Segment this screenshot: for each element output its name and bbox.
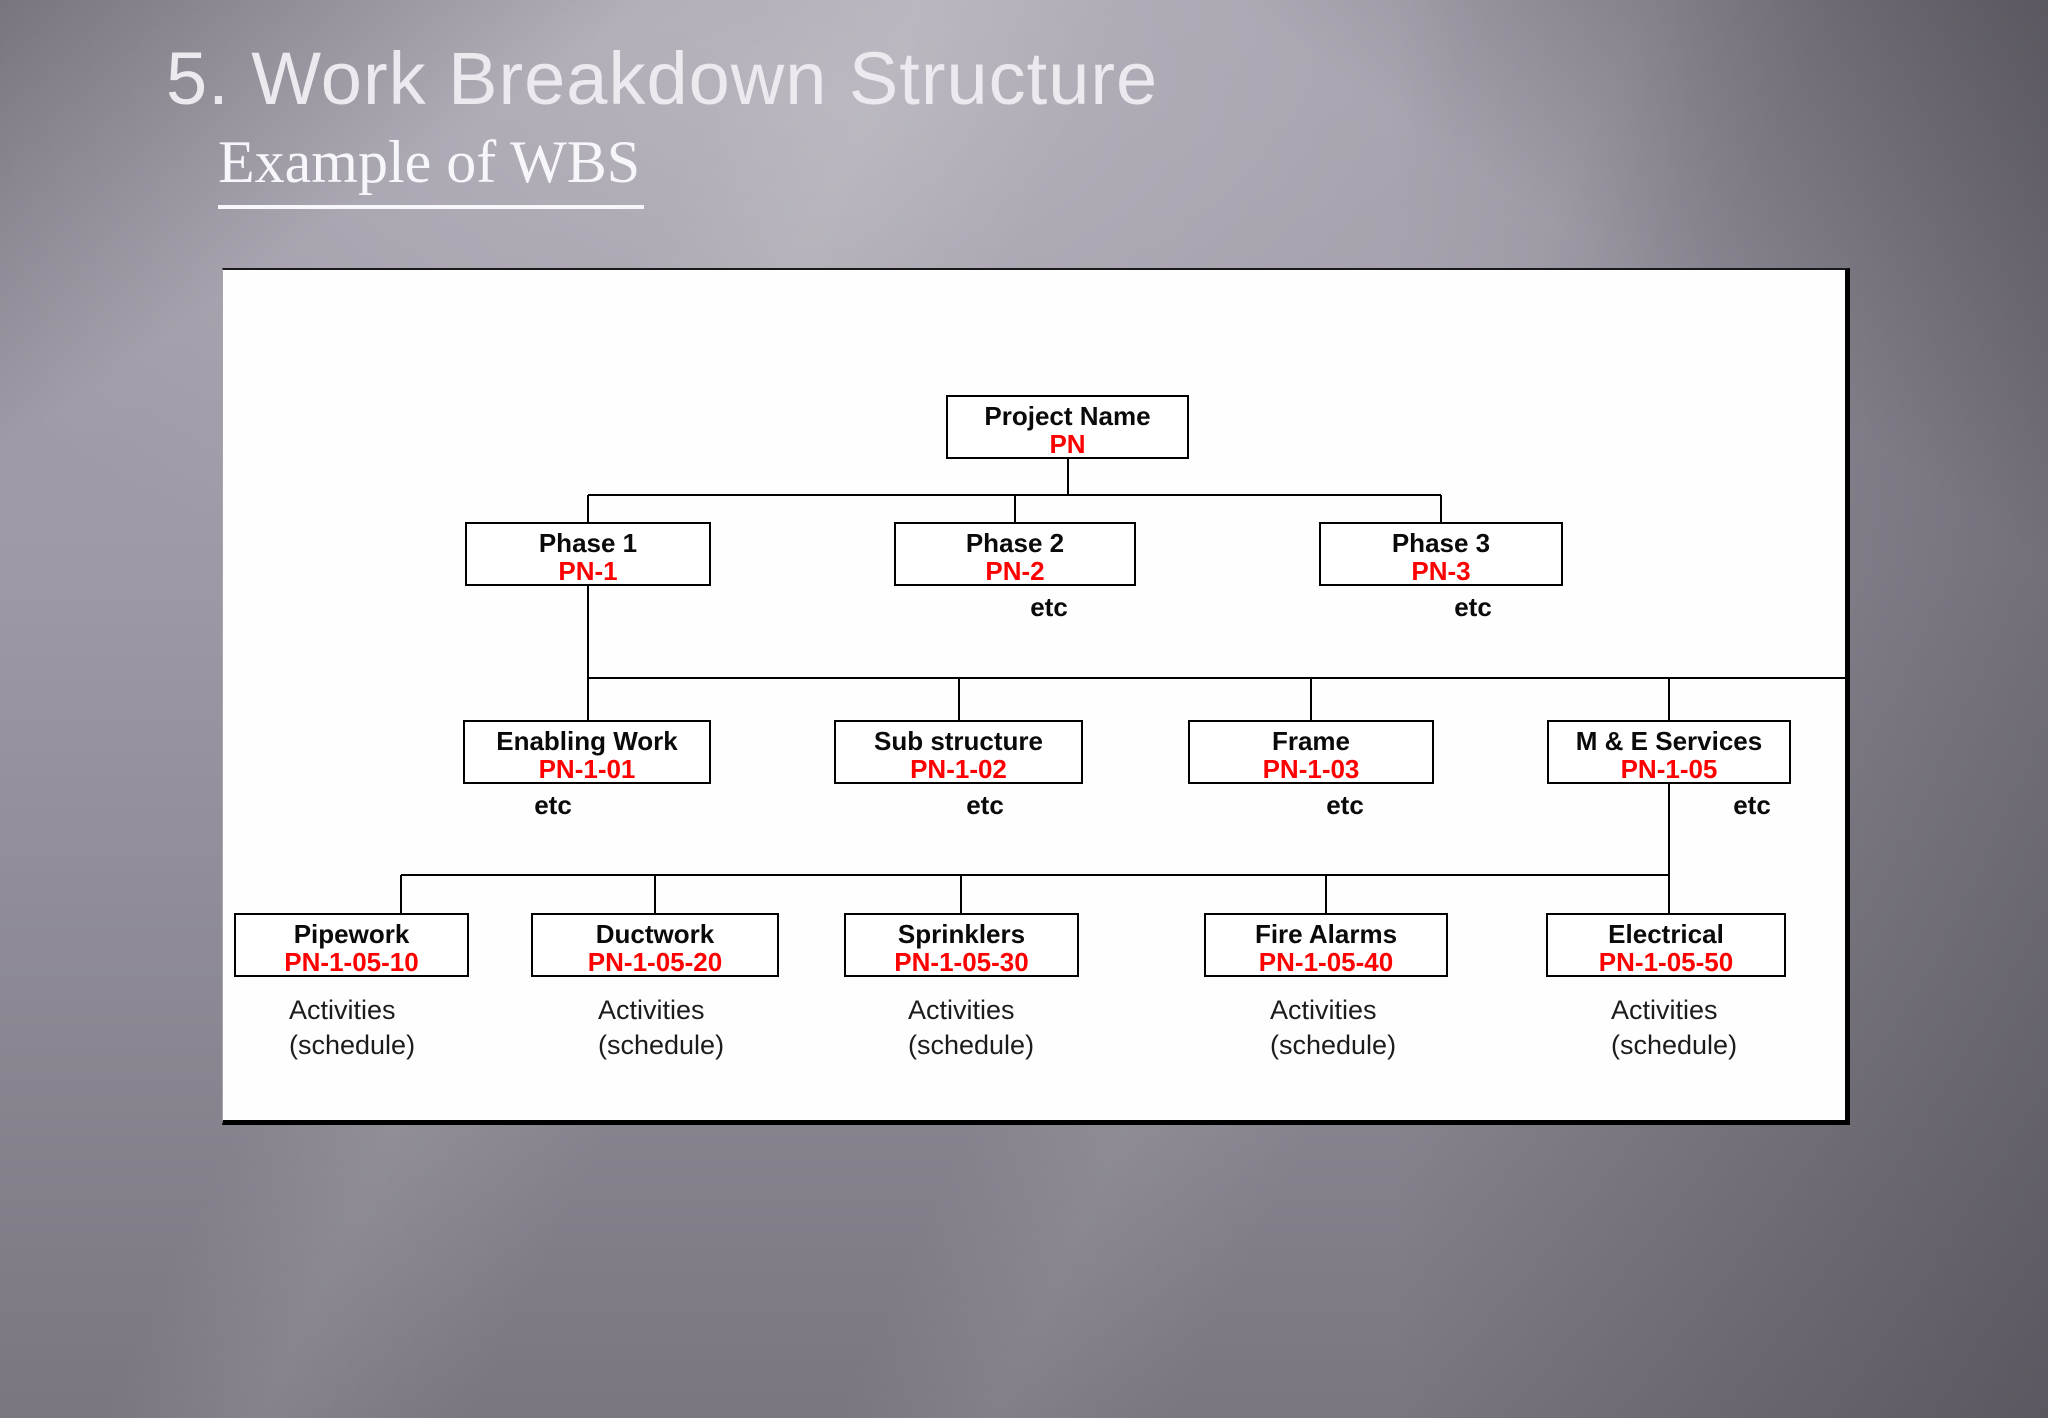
activities-label-electrical: Activities (schedule) — [1611, 993, 1737, 1063]
node-title: Phase 1 — [538, 528, 638, 558]
node-title: Frame — [1271, 726, 1351, 756]
node-code: PN-3 — [1411, 556, 1471, 586]
node-code: PN-1-03 — [1262, 754, 1360, 784]
etc-label-phase-2: etc — [1030, 592, 1068, 622]
activities-line2: (schedule) — [1611, 1030, 1738, 1060]
wbs-node-phase-3: Phase 3 PN-3 — [1319, 522, 1563, 586]
etc-label-frame: etc — [1326, 790, 1364, 820]
etc-label-me-services: etc — [1733, 790, 1771, 820]
activities-line2: (schedule) — [598, 1030, 725, 1060]
node-code: PN-1-05-50 — [1598, 947, 1734, 977]
wbs-node-sub-structure: Sub structure PN-1-02 — [834, 720, 1083, 784]
node-title: Pipework — [293, 919, 410, 949]
activities-label-ductwork: Activities (schedule) — [598, 993, 724, 1063]
wbs-diagram-panel: Project Name PN Phase 1 PN-1 Phase 2 PN-… — [222, 268, 1850, 1125]
activities-label-sprinklers: Activities (schedule) — [908, 993, 1034, 1063]
node-title: Project Name — [984, 401, 1151, 431]
activities-label-fire-alarms: Activities (schedule) — [1270, 993, 1396, 1063]
wbs-node-enabling-work: Enabling Work PN-1-01 — [463, 720, 711, 784]
node-code: PN-2 — [985, 556, 1045, 586]
activities-line1: Activities — [1611, 995, 1718, 1025]
node-title: Electrical — [1608, 919, 1724, 949]
node-title: Phase 3 — [1391, 528, 1491, 558]
node-title: Phase 2 — [965, 528, 1065, 558]
node-code: PN-1-05-40 — [1258, 947, 1394, 977]
node-code: PN-1-05 — [1620, 754, 1718, 784]
node-title: Sub structure — [873, 726, 1044, 756]
node-title: Sprinklers — [897, 919, 1026, 949]
activities-label-pipework: Activities (schedule) — [289, 993, 415, 1063]
wbs-node-project: Project Name PN — [946, 395, 1189, 459]
node-code: PN-1-02 — [910, 754, 1007, 784]
activities-line2: (schedule) — [1270, 1030, 1397, 1060]
etc-label-sub-structure: etc — [966, 790, 1004, 820]
activities-line2: (schedule) — [908, 1030, 1035, 1060]
activities-line1: Activities — [289, 995, 396, 1025]
node-code: PN-1-01 — [538, 754, 636, 784]
node-code: PN-1-05-10 — [284, 947, 419, 977]
slide-subtitle: Example of WBS — [218, 128, 645, 209]
activities-line1: Activities — [598, 995, 705, 1025]
node-code: PN-1 — [558, 556, 618, 586]
wbs-node-fire-alarms: Fire Alarms PN-1-05-40 — [1204, 913, 1448, 977]
etc-label-phase-3: etc — [1454, 592, 1492, 622]
node-title: M & E Services — [1575, 726, 1763, 756]
wbs-node-ductwork: Ductwork PN-1-05-20 — [531, 913, 779, 977]
node-title: Fire Alarms — [1254, 919, 1398, 949]
activities-line2: (schedule) — [289, 1030, 416, 1060]
wbs-node-electrical: Electrical PN-1-05-50 — [1546, 913, 1786, 977]
wbs-node-frame: Frame PN-1-03 — [1188, 720, 1434, 784]
node-title: Enabling Work — [496, 726, 678, 756]
wbs-connector-lines — [400, 459, 1845, 913]
node-code: PN-1-05-30 — [894, 947, 1029, 977]
wbs-node-phase-1: Phase 1 PN-1 — [465, 522, 711, 586]
wbs-node-phase-2: Phase 2 PN-2 — [894, 522, 1136, 586]
node-title: Ductwork — [595, 919, 715, 949]
wbs-node-pipework: Pipework PN-1-05-10 — [234, 913, 469, 977]
wbs-node-sprinklers: Sprinklers PN-1-05-30 — [844, 913, 1079, 977]
etc-label-enabling-work: etc — [534, 790, 572, 820]
node-code: PN — [1049, 429, 1086, 459]
node-code: PN-1-05-20 — [587, 947, 723, 977]
wbs-node-me-services: M & E Services PN-1-05 — [1547, 720, 1791, 784]
activities-line1: Activities — [1270, 995, 1377, 1025]
activities-line1: Activities — [908, 995, 1015, 1025]
slide-title: 5. Work Breakdown Structure — [166, 37, 1159, 120]
